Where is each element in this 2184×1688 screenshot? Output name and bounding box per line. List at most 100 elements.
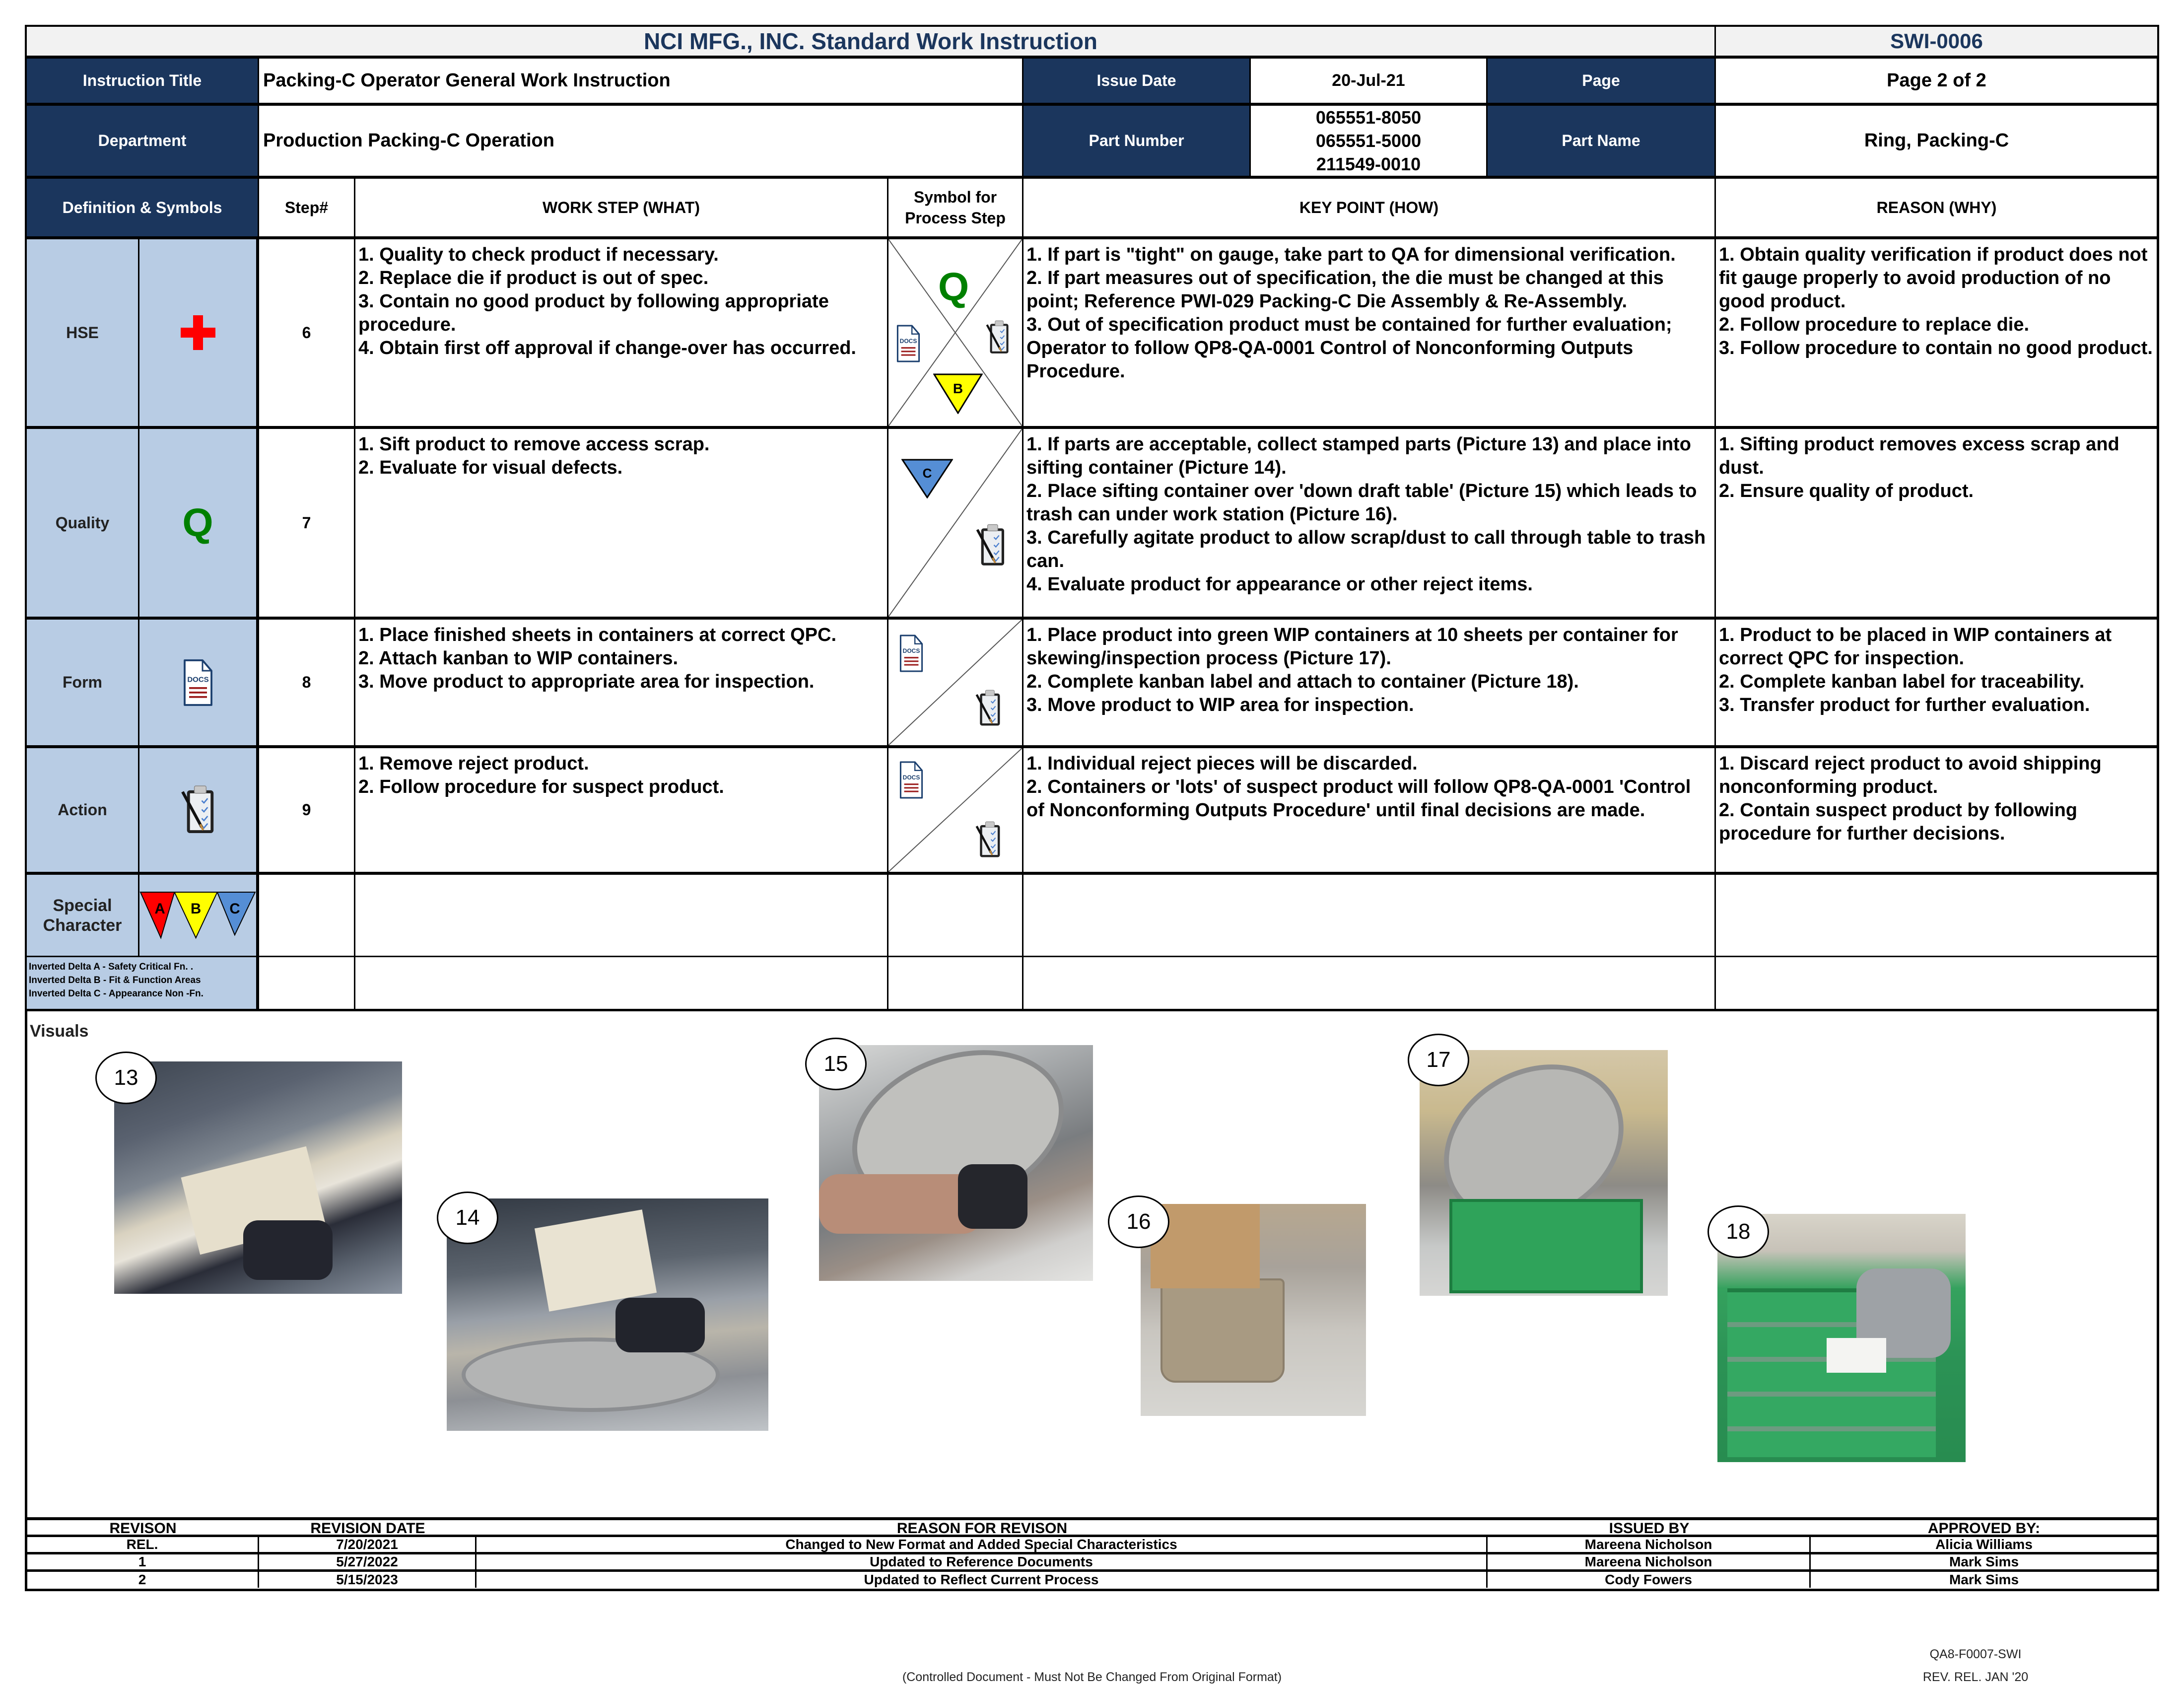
symbol-cell-9 bbox=[888, 748, 1024, 875]
picture-16-number: 16 bbox=[1108, 1196, 1169, 1248]
category-hse-icon-cell bbox=[139, 239, 259, 429]
special-character-text: Special Character bbox=[43, 896, 122, 935]
action-clipboard-icon bbox=[972, 689, 1005, 728]
legend-delta-c: Inverted Delta C - Appearance Non -Fn. bbox=[29, 988, 204, 999]
part-number-value: 065551-8050 065551-5000 211549-0010 bbox=[1251, 106, 1488, 179]
symbol-header-text: Symbol for Process Step bbox=[905, 188, 1006, 227]
category-action: Action bbox=[27, 748, 139, 875]
step-number-7: 7 bbox=[302, 513, 311, 532]
legend-key-cell bbox=[1024, 957, 1716, 1011]
rev-issued-by: Mareena Nicholson bbox=[1488, 1554, 1811, 1569]
instruction-title-label: Instruction Title bbox=[27, 59, 259, 106]
legend-delta-b: Inverted Delta B - Fit & Function Areas bbox=[29, 975, 201, 985]
legend-reason-cell bbox=[1716, 957, 2157, 1011]
key-point-8: 1. Place product into green WIP containe… bbox=[1024, 620, 1716, 748]
symbol-diagonal-line bbox=[888, 429, 1022, 617]
reason-7: 1. Sifting product removes excess scrap … bbox=[1716, 429, 2157, 620]
issue-date-label-text: Issue Date bbox=[1096, 71, 1176, 89]
reason-9: 1. Discard reject product to avoid shipp… bbox=[1716, 748, 2157, 875]
picture-18-number-text: 18 bbox=[1726, 1219, 1751, 1244]
rev-number: 2 bbox=[27, 1572, 259, 1588]
picture-17-number: 17 bbox=[1408, 1034, 1469, 1086]
picture-13-number-text: 13 bbox=[114, 1065, 138, 1090]
delta-abc-icons: A B C bbox=[139, 891, 256, 939]
work-step-header-text: WORK STEP (WHAT) bbox=[543, 198, 700, 216]
category-quality-icon-cell: Q bbox=[139, 429, 259, 620]
docs-icon bbox=[899, 760, 923, 800]
department-label: Department bbox=[27, 106, 259, 179]
rev-col-reason: REASON FOR REVISON bbox=[896, 1520, 1068, 1537]
rev-date: 5/15/2023 bbox=[259, 1572, 477, 1588]
picture-18-number: 18 bbox=[1707, 1205, 1769, 1258]
picture-16 bbox=[1141, 1204, 1366, 1416]
rev-number: REL. bbox=[27, 1537, 259, 1552]
svg-text:A: A bbox=[155, 901, 165, 917]
work-step-6: 1. Quality to check product if necessary… bbox=[355, 239, 888, 429]
work-step-7: 1. Sift product to remove access scrap. … bbox=[355, 429, 888, 620]
action-clipboard-icon bbox=[972, 523, 1010, 568]
quality-q-icon: Q bbox=[182, 500, 213, 545]
step-header-text: Step# bbox=[284, 198, 329, 216]
issue-date-text: 20-Jul-21 bbox=[1332, 71, 1405, 90]
symbol-cell-7: C bbox=[888, 429, 1024, 620]
category-hse-label: HSE bbox=[66, 323, 99, 342]
page-label-text: Page bbox=[1582, 71, 1620, 89]
part-name-label: Part Name bbox=[1488, 106, 1716, 179]
instruction-title-text: Packing-C Operator General Work Instruct… bbox=[263, 70, 671, 91]
page-label: Page bbox=[1488, 59, 1716, 106]
picture-14-number: 14 bbox=[437, 1192, 498, 1244]
key-point-7: 1. If parts are acceptable, collect stam… bbox=[1024, 429, 1716, 620]
rev-issued-by: Mareena Nicholson bbox=[1488, 1537, 1811, 1552]
definition-symbols-header: Definition & Symbols bbox=[27, 179, 259, 239]
work-step-header: WORK STEP (WHAT) bbox=[355, 179, 888, 239]
docs-icon bbox=[899, 633, 923, 673]
revision-row: 2 5/15/2023 Updated to Reflect Current P… bbox=[27, 1572, 2157, 1589]
reason-6: 1. Obtain quality verification if produc… bbox=[1716, 239, 2157, 429]
rev-approved-by: Mark Sims bbox=[1949, 1554, 2019, 1569]
docs-icon bbox=[183, 659, 213, 706]
step-number-6: 6 bbox=[302, 323, 311, 342]
revision-table: REVISON REVISION DATE REASON FOR REVISON… bbox=[27, 1517, 2157, 1590]
rev-reason: Updated to Reflect Current Process bbox=[477, 1572, 1488, 1588]
department-text: Production Packing-C Operation bbox=[263, 130, 554, 151]
special-character-deltas: A B C bbox=[139, 875, 259, 957]
part-number-label: Part Number bbox=[1024, 106, 1251, 179]
part-number-1: 065551-8050 bbox=[1315, 107, 1422, 128]
picture-17-number-text: 17 bbox=[1426, 1048, 1451, 1072]
document-title: NCI MFG., INC. Standard Work Instruction bbox=[643, 28, 1098, 54]
doc-id-cell: SWI-0006 bbox=[1716, 27, 2157, 59]
work-step-9: 1. Remove reject product. 2. Follow proc… bbox=[355, 748, 888, 875]
part-name-value: Ring, Packing-C bbox=[1716, 106, 2157, 179]
reason-header: REASON (WHY) bbox=[1716, 179, 2157, 239]
svg-text:B: B bbox=[191, 901, 201, 917]
picture-14-number-text: 14 bbox=[455, 1205, 480, 1230]
category-action-label: Action bbox=[58, 801, 107, 819]
page-text: Page 2 of 2 bbox=[1887, 70, 1986, 91]
rev-col-issued: ISSUED BY bbox=[1609, 1520, 1690, 1537]
special-symbol-cell bbox=[888, 875, 1024, 957]
category-hse: HSE bbox=[27, 239, 139, 429]
instruction-title-label-text: Instruction Title bbox=[82, 71, 202, 89]
step-header: Step# bbox=[259, 179, 355, 239]
category-quality: Quality bbox=[27, 429, 139, 620]
picture-13 bbox=[114, 1061, 402, 1294]
document-title-cell: NCI MFG., INC. Standard Work Instruction bbox=[27, 27, 1716, 59]
part-name-text: Ring, Packing-C bbox=[1864, 130, 2009, 151]
step-number: 9 bbox=[259, 748, 355, 875]
picture-15 bbox=[819, 1045, 1093, 1281]
special-step-cell bbox=[259, 875, 355, 957]
key-point-9: 1. Individual reject pieces will be disc… bbox=[1024, 748, 1716, 875]
symbol-header: Symbol for Process Step bbox=[888, 179, 1024, 239]
key-point-header-text: KEY POINT (HOW) bbox=[1299, 198, 1439, 216]
step-number: 7 bbox=[259, 429, 355, 620]
category-form-icon-cell bbox=[139, 620, 259, 748]
rev-number: 1 bbox=[27, 1554, 259, 1569]
legend-work-cell bbox=[355, 957, 888, 1011]
category-action-icon-cell bbox=[139, 748, 259, 875]
work-instruction-frame bbox=[25, 25, 2159, 1591]
category-form: Form bbox=[27, 620, 139, 748]
picture-15-number: 15 bbox=[805, 1038, 867, 1090]
form-id: QA8-F0007-SWI bbox=[1929, 1647, 2022, 1661]
key-point-6: 1. If part is "tight" on gauge, take par… bbox=[1024, 239, 1716, 429]
rev-date: 7/20/2021 bbox=[259, 1537, 477, 1552]
